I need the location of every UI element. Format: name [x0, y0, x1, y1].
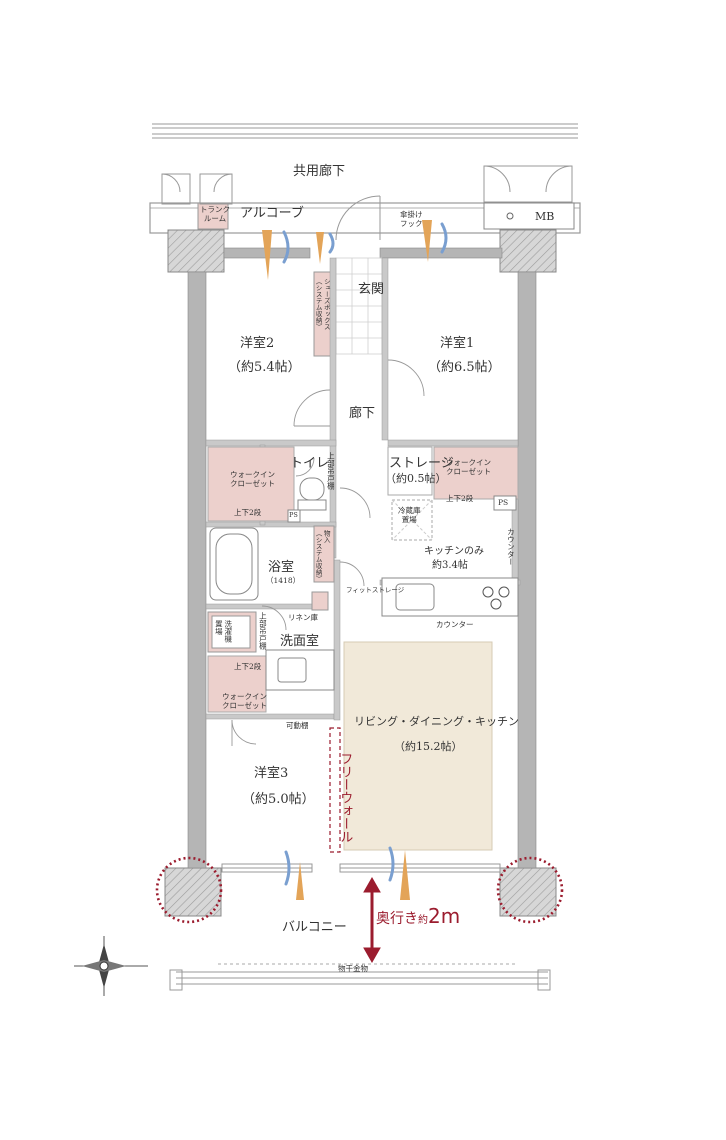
linen-shelf	[311, 591, 329, 611]
room3-size: （約5.0帖）	[242, 792, 315, 807]
ldk-size: （約15.2帖）	[394, 740, 463, 753]
toilet-label: トイレ	[290, 456, 330, 471]
mb-box	[483, 202, 575, 230]
alcove-label: アルコーブ	[240, 206, 304, 221]
washroom-label: 洗面室	[280, 634, 320, 649]
balcony-railing	[169, 969, 551, 991]
column-highlight-right	[496, 856, 564, 924]
ps-kitchen-label: PS	[498, 498, 509, 507]
column-bottom-right	[499, 867, 557, 917]
room1-label: 洋室1	[440, 336, 475, 351]
upper-cabinet-label-2: 上部吊戸棚	[258, 612, 268, 650]
entrance-door	[335, 195, 381, 241]
balcony-depth-value: 2m	[428, 904, 461, 928]
fit-storage-label: フィットストレージ	[346, 586, 405, 594]
compass-rose-icon	[74, 936, 148, 996]
counter-horizontal-label: カウンター	[436, 620, 474, 629]
counter-vertical-label: カウンター	[506, 528, 516, 566]
corridor-railing	[152, 123, 578, 139]
column-bottom-left	[164, 867, 222, 917]
depth-arrow	[363, 876, 381, 964]
bath-size-label: （1418）	[266, 576, 301, 585]
umbrella-hook-label: 傘掛け フック	[400, 210, 423, 229]
walk-in-closet-room2	[207, 446, 295, 522]
column-top-right	[499, 229, 557, 273]
two-tier-room2: 上下2段	[234, 508, 262, 517]
kitchen-label: キッチンのみ	[424, 546, 484, 557]
room2-size: （約5.4帖）	[228, 360, 301, 375]
light-markers	[262, 220, 432, 900]
washer-space-label: 洗濯機 置場	[214, 620, 233, 643]
cooktop-icon	[482, 586, 510, 610]
two-tier-room3: 上下2段	[234, 662, 262, 671]
mb-label: MB	[535, 210, 555, 223]
ps-box-toilet	[287, 509, 301, 523]
balcony-depth-main: 奥行き	[376, 911, 418, 927]
upper-cabinet-label: 上部吊戸棚	[326, 452, 336, 490]
entrance-label: 玄関	[358, 282, 385, 297]
trunk-room	[197, 202, 229, 230]
kitchen-size: 約3.4帖	[432, 560, 468, 571]
room2-label: 洋室2	[240, 336, 275, 351]
free-wall-label: フリーウォール	[337, 752, 353, 843]
column-top-left	[167, 229, 225, 273]
ldk-floor	[343, 641, 493, 851]
sink-bowl	[277, 657, 307, 683]
wic-room1-label: ウォークイン クローゼット	[446, 458, 491, 477]
kitchen-counter	[381, 577, 519, 617]
mb-doors	[483, 165, 573, 203]
ps-box-kitchen	[493, 495, 517, 511]
hallway-label: 廊下	[349, 406, 376, 421]
room1-size: （約6.5帖）	[428, 360, 501, 375]
ldk-label: リビング・ダイニング・キッチン	[354, 715, 519, 728]
trunk-room-doors	[161, 173, 233, 205]
free-wall-marker	[329, 727, 341, 853]
wic-room2-label: ウォークイン クローゼット	[230, 470, 275, 489]
balcony-depth-approx: 約	[418, 915, 428, 926]
storage-label: ストレージ	[389, 456, 454, 471]
linen-shelf-label: リネン庫	[288, 613, 318, 622]
closet-label: 物入 （システム収納）	[314, 530, 331, 582]
walk-in-closet-room1	[433, 446, 519, 500]
mb-meter-icon	[506, 212, 514, 220]
bathtub	[209, 527, 259, 601]
walk-in-closet-room3	[207, 655, 267, 713]
storage-area	[387, 446, 433, 496]
toilet-fixture	[297, 477, 327, 511]
fridge-space-label: 冷蔵庫 置場	[398, 506, 421, 525]
room-doors	[231, 359, 425, 746]
balcony-windows	[221, 863, 501, 873]
trunk-room-label: トランク ルーム	[200, 205, 230, 224]
entrance-floor	[335, 257, 383, 355]
common-corridor-label: 共用廊下	[293, 164, 346, 179]
bathroom-label: 浴室	[268, 560, 295, 575]
two-tier-room1: 上下2段	[446, 494, 474, 503]
ps-toilet-label: PS	[289, 511, 298, 519]
wic-room3-label: ウォークイン クローゼット	[222, 692, 267, 711]
room3-label: 洋室3	[254, 766, 289, 781]
storage-size: （約0.5帖）	[385, 472, 447, 485]
movable-shelf-label: 可動棚	[286, 721, 309, 730]
wind-markers	[282, 222, 448, 886]
washer-icon	[211, 615, 251, 649]
balcony-depth-label: 奥行き約2m	[376, 904, 460, 929]
balcony-label: バルコニー	[282, 920, 347, 935]
shoes-box-label: シューズボックス （システム収納）	[314, 278, 331, 330]
clothes-hanger-label: 物干金物	[338, 964, 368, 973]
column-highlight-left	[155, 856, 223, 924]
closet-storage	[313, 525, 335, 583]
